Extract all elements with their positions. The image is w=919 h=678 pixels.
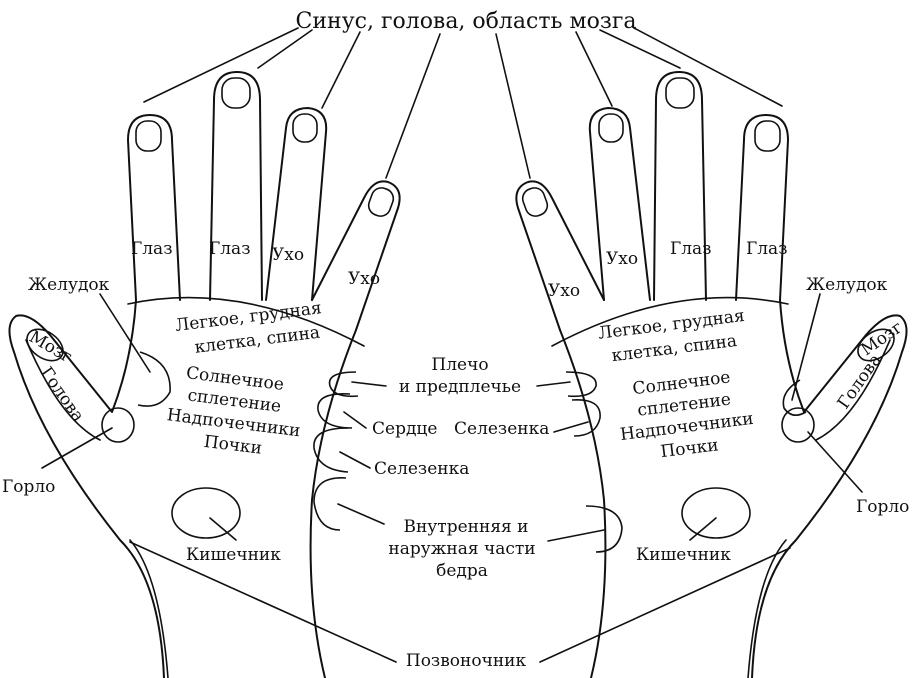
leader-title-left-middle <box>258 30 312 68</box>
label-left-ear-1: Ухо <box>272 245 304 265</box>
right-middle-nail <box>666 78 694 108</box>
label-right-head: Голова <box>834 350 886 412</box>
label-left-lung-group: Легкое, грудная клетка, спина <box>174 298 326 360</box>
label-right-lung-group: Легкое, грудная клетка, спина <box>597 306 749 368</box>
label-right-ear-1: Ухо <box>548 281 580 301</box>
leader-title-right-middle <box>600 30 680 68</box>
left-throat-zone <box>102 408 134 442</box>
leader-left-throat <box>42 428 112 468</box>
label-spine: Позвоночник <box>406 651 527 671</box>
leader-title-left-index <box>144 28 298 102</box>
right-throat-zone <box>782 408 814 442</box>
right-index-nail <box>755 121 780 151</box>
leader-left-stomach <box>100 294 150 372</box>
label-thigh-1: Внутренняя и <box>403 517 528 537</box>
label-left-intestine: Кишечник <box>186 545 281 565</box>
left-little-finger <box>312 181 400 330</box>
label-right-throat: Горло <box>856 497 909 517</box>
leader-right-thigh <box>548 530 604 541</box>
label-right-intestine: Кишечник <box>636 545 731 565</box>
left-shoulder-zone <box>330 372 358 396</box>
title-label: Синус, голова, область мозга <box>296 9 637 34</box>
label-right-organs-group: Солнечное сплетение Надпочечники Почки <box>614 365 758 467</box>
label-right-ear-2: Ухо <box>606 249 638 269</box>
label-left-eye-2: Глаз <box>209 239 250 259</box>
left-ring-nail <box>293 114 317 142</box>
right-ring-finger <box>590 108 650 300</box>
label-left-throat: Горло <box>2 477 55 497</box>
label-left-heart: Сердце <box>372 419 437 439</box>
label-right-eye-1: Глаз <box>670 239 711 259</box>
right-intestine-zone <box>682 488 750 538</box>
leader-right-spleen <box>554 422 588 432</box>
left-heart-zone <box>318 394 352 428</box>
leader-right-throat <box>808 432 862 492</box>
leader-left-shoulder <box>352 382 386 386</box>
left-little-nail <box>366 185 396 219</box>
leader-left-spleen <box>340 452 370 468</box>
left-middle-nail <box>222 78 250 108</box>
label-left-eye-1: Глаз <box>131 239 172 259</box>
leader-title-right-little <box>496 34 530 178</box>
leader-right-shoulder <box>537 382 570 386</box>
label-right-brain: Мозг <box>857 317 906 360</box>
label-thigh-3: бедра <box>436 561 488 581</box>
label-shoulder-2: и предплечье <box>399 377 521 397</box>
label-thigh-2: наружная части <box>388 539 535 559</box>
label-right-spleen: Селезенка <box>454 419 549 439</box>
leader-title-right-ring <box>576 32 612 106</box>
left-middle-finger <box>210 72 262 300</box>
right-ring-nail <box>599 114 623 142</box>
label-shoulder-1: Плечо <box>431 355 488 375</box>
right-middle-finger <box>654 72 706 300</box>
label-left-ear-2: Ухо <box>348 269 380 289</box>
label-left-kidneys: Почки <box>203 432 263 459</box>
leader-title-left-little <box>386 34 440 178</box>
label-right-kidneys: Почки <box>659 435 719 462</box>
label-right-eye-2: Глаз <box>746 239 787 259</box>
leader-spine-right <box>540 548 790 662</box>
leader-title-left-ring <box>322 32 360 108</box>
left-intestine-zone <box>172 488 240 538</box>
left-thigh-zone <box>314 478 346 530</box>
leader-right-stomach <box>792 294 820 400</box>
label-left-stomach: Желудок <box>28 275 110 295</box>
label-left-organs-group: Солнечное сплетение Надпочечники Почки <box>163 361 307 463</box>
label-right-stomach: Желудок <box>806 275 888 295</box>
right-little-finger <box>516 181 604 330</box>
leader-left-thigh <box>338 504 384 524</box>
label-left-spleen: Селезенка <box>374 459 469 479</box>
left-ring-finger <box>266 108 326 300</box>
leader-left-heart <box>344 412 366 428</box>
right-little-nail <box>520 185 550 219</box>
left-index-nail <box>136 121 161 151</box>
